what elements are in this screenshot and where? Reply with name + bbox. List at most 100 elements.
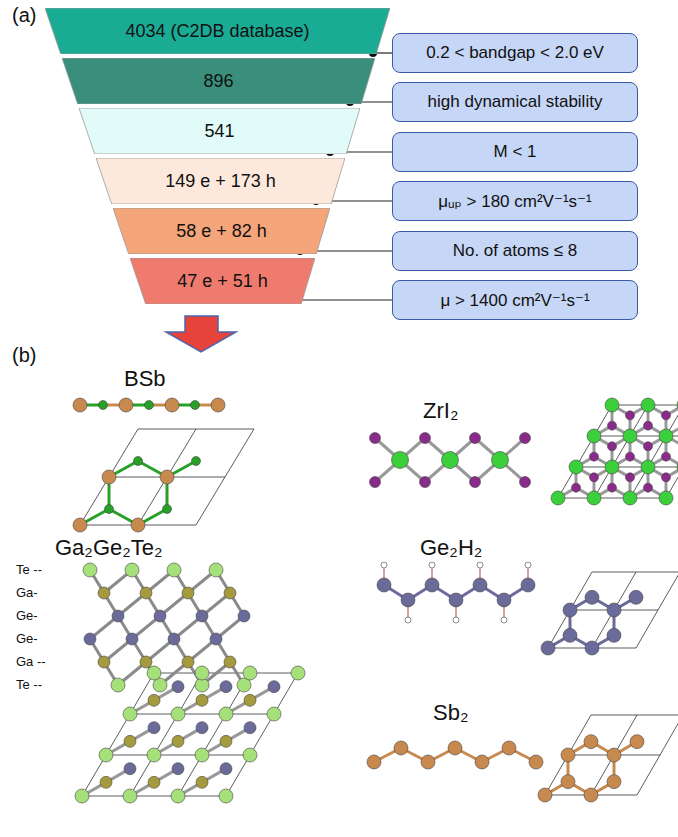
- atom: [442, 452, 459, 469]
- atom: [172, 681, 184, 693]
- atom: [644, 421, 653, 430]
- atom: [477, 562, 483, 568]
- atom: [210, 633, 222, 645]
- band-fill: [45, 8, 390, 54]
- atom: [561, 748, 575, 762]
- funnel-band: 896: [62, 58, 375, 104]
- atom: [163, 505, 172, 514]
- atom: [561, 775, 575, 789]
- structure-name: ZrI₂: [423, 398, 458, 424]
- atom: [470, 433, 481, 444]
- layer-label: Ge-: [16, 631, 38, 646]
- atom: [182, 587, 194, 599]
- atom: [196, 722, 208, 734]
- atom: [140, 656, 152, 668]
- atom: [100, 776, 112, 788]
- atom: [381, 562, 387, 568]
- atom: [123, 707, 137, 721]
- atom: [172, 735, 184, 747]
- unit-cell-line: [196, 429, 254, 525]
- count-text: 47 e + 51 h: [177, 271, 268, 292]
- atom: [497, 593, 511, 607]
- atom: [448, 741, 462, 755]
- structure-name: BSb: [124, 366, 166, 392]
- atom: [370, 477, 381, 488]
- atom: [73, 398, 87, 412]
- layer-label: Te --: [16, 677, 42, 692]
- criterion-text: M < 1: [494, 142, 537, 162]
- atom: [401, 593, 415, 607]
- atom: [131, 518, 145, 532]
- atom: [154, 610, 166, 622]
- atom: [662, 452, 671, 461]
- count-text: 541: [204, 121, 234, 142]
- unit-cell-line: [637, 715, 678, 795]
- atom: [420, 477, 431, 488]
- atom: [429, 562, 435, 568]
- atom: [641, 398, 655, 412]
- atom: [626, 452, 635, 461]
- atom: [590, 452, 599, 461]
- atom: [590, 473, 599, 482]
- atom: [659, 491, 673, 505]
- atom: [367, 755, 381, 769]
- atom: [102, 470, 116, 484]
- atom: [211, 398, 225, 412]
- atom: [134, 457, 143, 466]
- layer-label: Ga --: [16, 654, 46, 669]
- atom: [608, 421, 617, 430]
- atom: [605, 460, 619, 474]
- unit-cell-line: [592, 572, 678, 573]
- atom: [492, 452, 509, 469]
- band-fill: [130, 258, 315, 304]
- atom: [644, 442, 653, 451]
- criterion-box: M < 1: [392, 132, 638, 172]
- atom: [501, 617, 507, 623]
- atom: [196, 776, 208, 788]
- atom: [521, 578, 535, 592]
- atom: [392, 452, 409, 469]
- atom: [83, 563, 97, 577]
- atom: [182, 656, 194, 668]
- atom: [585, 590, 599, 604]
- atom: [99, 401, 108, 410]
- atom: [220, 735, 232, 747]
- atom: [124, 735, 136, 747]
- atom: [623, 491, 637, 505]
- atom: [377, 578, 391, 592]
- atom: [98, 587, 110, 599]
- count-text: 4034 (C2DB database): [125, 21, 309, 42]
- atom: [140, 587, 152, 599]
- atom: [167, 563, 181, 577]
- criterion-box: No. of atoms ≤ 8: [392, 231, 638, 271]
- atom: [662, 473, 671, 482]
- atom: [608, 483, 617, 492]
- criterion-text: high dynamical stability: [428, 92, 603, 112]
- layer-label: Te --: [16, 562, 42, 577]
- unit-cell-line: [226, 673, 298, 796]
- atom: [165, 398, 179, 412]
- criterion-text: μᵤₚ > 180 cm²V⁻¹s⁻¹: [438, 191, 591, 212]
- layer-label: Ga-: [16, 585, 38, 600]
- atom: [244, 694, 256, 706]
- funnel-band: 58 e + 82 h: [113, 208, 330, 254]
- band-fill: [96, 158, 345, 204]
- atom: [502, 741, 516, 755]
- atom: [125, 563, 139, 577]
- atom: [425, 578, 439, 592]
- unit-cell-line: [558, 405, 612, 498]
- atom: [563, 628, 577, 642]
- atom: [587, 491, 601, 505]
- funnel-band: 47 e + 51 h: [130, 258, 315, 304]
- criterion-text: μ > 1400 cm²V⁻¹s⁻¹: [440, 290, 589, 311]
- atom: [569, 460, 583, 474]
- atom: [191, 401, 200, 410]
- unit-cell-line: [130, 673, 202, 796]
- band-fill: [62, 58, 375, 104]
- atom: [123, 789, 137, 803]
- criterion-box: μᵤₚ > 180 cm²V⁻¹s⁻¹: [392, 181, 638, 221]
- atom: [475, 755, 489, 769]
- unit-cell-line: [106, 755, 250, 756]
- atom: [626, 411, 635, 420]
- atom: [529, 755, 543, 769]
